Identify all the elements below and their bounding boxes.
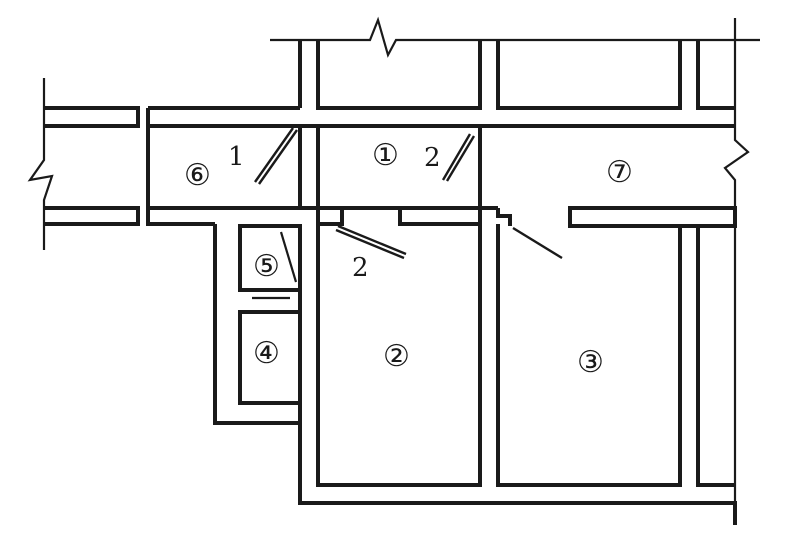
outer-bottom-wall (213, 224, 737, 525)
door-2-lower-label: 2 (352, 253, 369, 283)
room-1-walls (300, 124, 737, 228)
door-1-leaf (254, 127, 298, 185)
right-break-line (723, 18, 750, 525)
room-1-left-jamb (300, 124, 318, 210)
left-corridor-top-wall (44, 106, 140, 128)
room-5-box (238, 224, 302, 292)
room-2-top-left-jamb (316, 208, 344, 226)
room-5-label: ⑤ (253, 249, 280, 284)
room-4-box (238, 310, 302, 405)
room-4-label: ④ (253, 336, 280, 371)
door-2-lower-leaf (335, 224, 407, 260)
room-right-box (696, 226, 735, 487)
room-7-wall (496, 124, 735, 226)
door-2-upper-label: 2 (424, 143, 441, 173)
room-6-outer-wall (146, 108, 215, 226)
room-2-label: ② (383, 339, 410, 374)
door-1-label: 1 (228, 142, 245, 172)
room-7-bottom-wall (568, 206, 737, 228)
top-break-line (270, 16, 760, 58)
left-corridor (44, 106, 140, 226)
upper-room-middle (496, 40, 682, 110)
room-7-label: ⑦ (606, 155, 633, 190)
room-3-label: ③ (577, 345, 604, 380)
left-corridor-bottom-wall (44, 206, 140, 226)
room-3-box (496, 224, 682, 487)
room-3-door-leaf (512, 226, 563, 260)
room-2-box (316, 224, 482, 487)
break-lines (27, 16, 760, 525)
bath-units (238, 224, 302, 405)
room-2-top-right-wall (398, 208, 482, 226)
room-5-grille (252, 288, 290, 300)
doors (254, 127, 563, 260)
room-1-label: ① (372, 138, 399, 173)
upper-room-right (696, 40, 735, 110)
door-2-upper-leaf (441, 133, 476, 182)
room-6-walls (146, 106, 302, 226)
upper-room-left (316, 40, 482, 110)
room-5-door-swing (279, 231, 298, 283)
room-6-bottom-inner-wall (148, 126, 302, 210)
lower-rooms (213, 208, 737, 525)
upper-rooms (298, 40, 735, 110)
room-6-label: ⑥ (184, 158, 211, 193)
room-1-right-jamb (480, 124, 498, 210)
